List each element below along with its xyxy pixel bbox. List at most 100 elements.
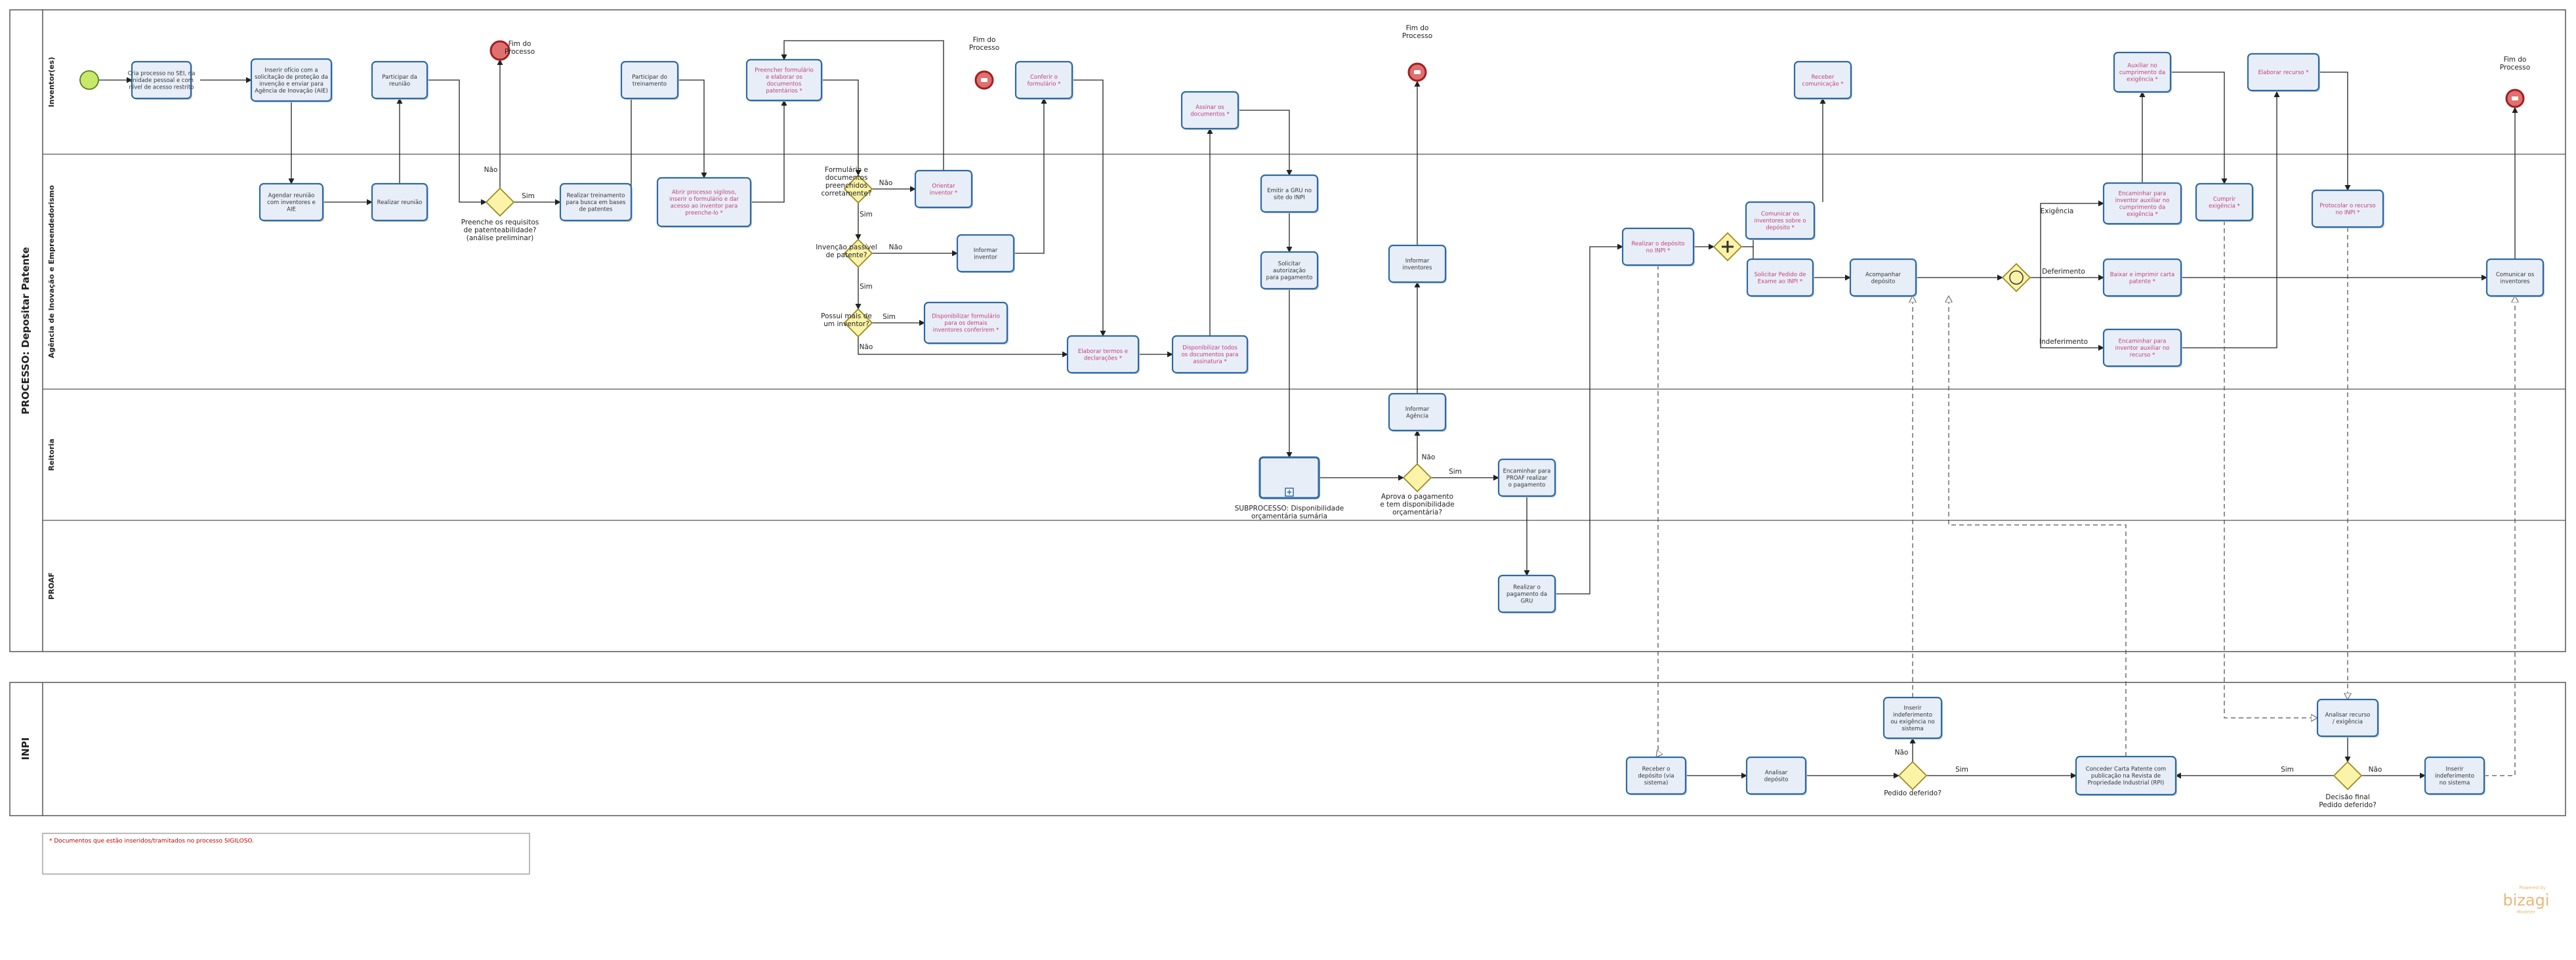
task-elaborar-recurso[interactable]: Elaborar recurso * — [2247, 52, 2320, 92]
end-circle — [489, 40, 510, 61]
sequence-flow — [2181, 91, 2280, 348]
sequence-flow — [1555, 243, 1623, 595]
lane-label-reitoria: Reitoria — [47, 438, 56, 470]
flow-label: Sim — [860, 283, 873, 291]
task-box — [1260, 174, 1319, 213]
pool-inpi: INPI — [9, 682, 2566, 816]
task-box — [1793, 60, 1852, 100]
gateway-diamond — [843, 174, 873, 204]
gateway-parallel[interactable] — [1713, 232, 1743, 262]
task-box — [2102, 182, 2182, 225]
flow-label: Exigência — [2041, 207, 2074, 215]
envelope-icon — [1414, 70, 1421, 74]
task-abrir-sigiloso[interactable]: Abrir processo sigiloso,inserir o formul… — [656, 177, 752, 228]
gateway-event-based[interactable] — [2001, 262, 2031, 293]
task-box — [1745, 201, 1816, 240]
sequence-flow — [1072, 79, 1106, 337]
task-box — [914, 169, 973, 209]
sequence-flow — [1014, 98, 1047, 254]
flow-label: Não — [860, 343, 873, 351]
logo-brand: bizagi — [2503, 891, 2549, 909]
gateway-pedido-deferido[interactable]: Pedido deferido? — [1884, 761, 1942, 797]
task-box — [656, 177, 752, 228]
task-analisar-recurso[interactable]: Analisar recurso/ exigência — [2316, 698, 2379, 738]
task-box — [2316, 698, 2379, 738]
task-box — [620, 60, 679, 100]
flow-label: Sim — [1955, 766, 1968, 774]
task-box — [1625, 756, 1687, 795]
sequence-flow — [1238, 110, 1293, 176]
start-event[interactable] — [79, 70, 99, 90]
logo-powered-by: Powered by — [2519, 885, 2546, 890]
start-circle — [79, 70, 99, 90]
task-box — [1849, 258, 1917, 297]
task-realizar-reuniao[interactable]: Realizar reunião — [371, 182, 428, 222]
